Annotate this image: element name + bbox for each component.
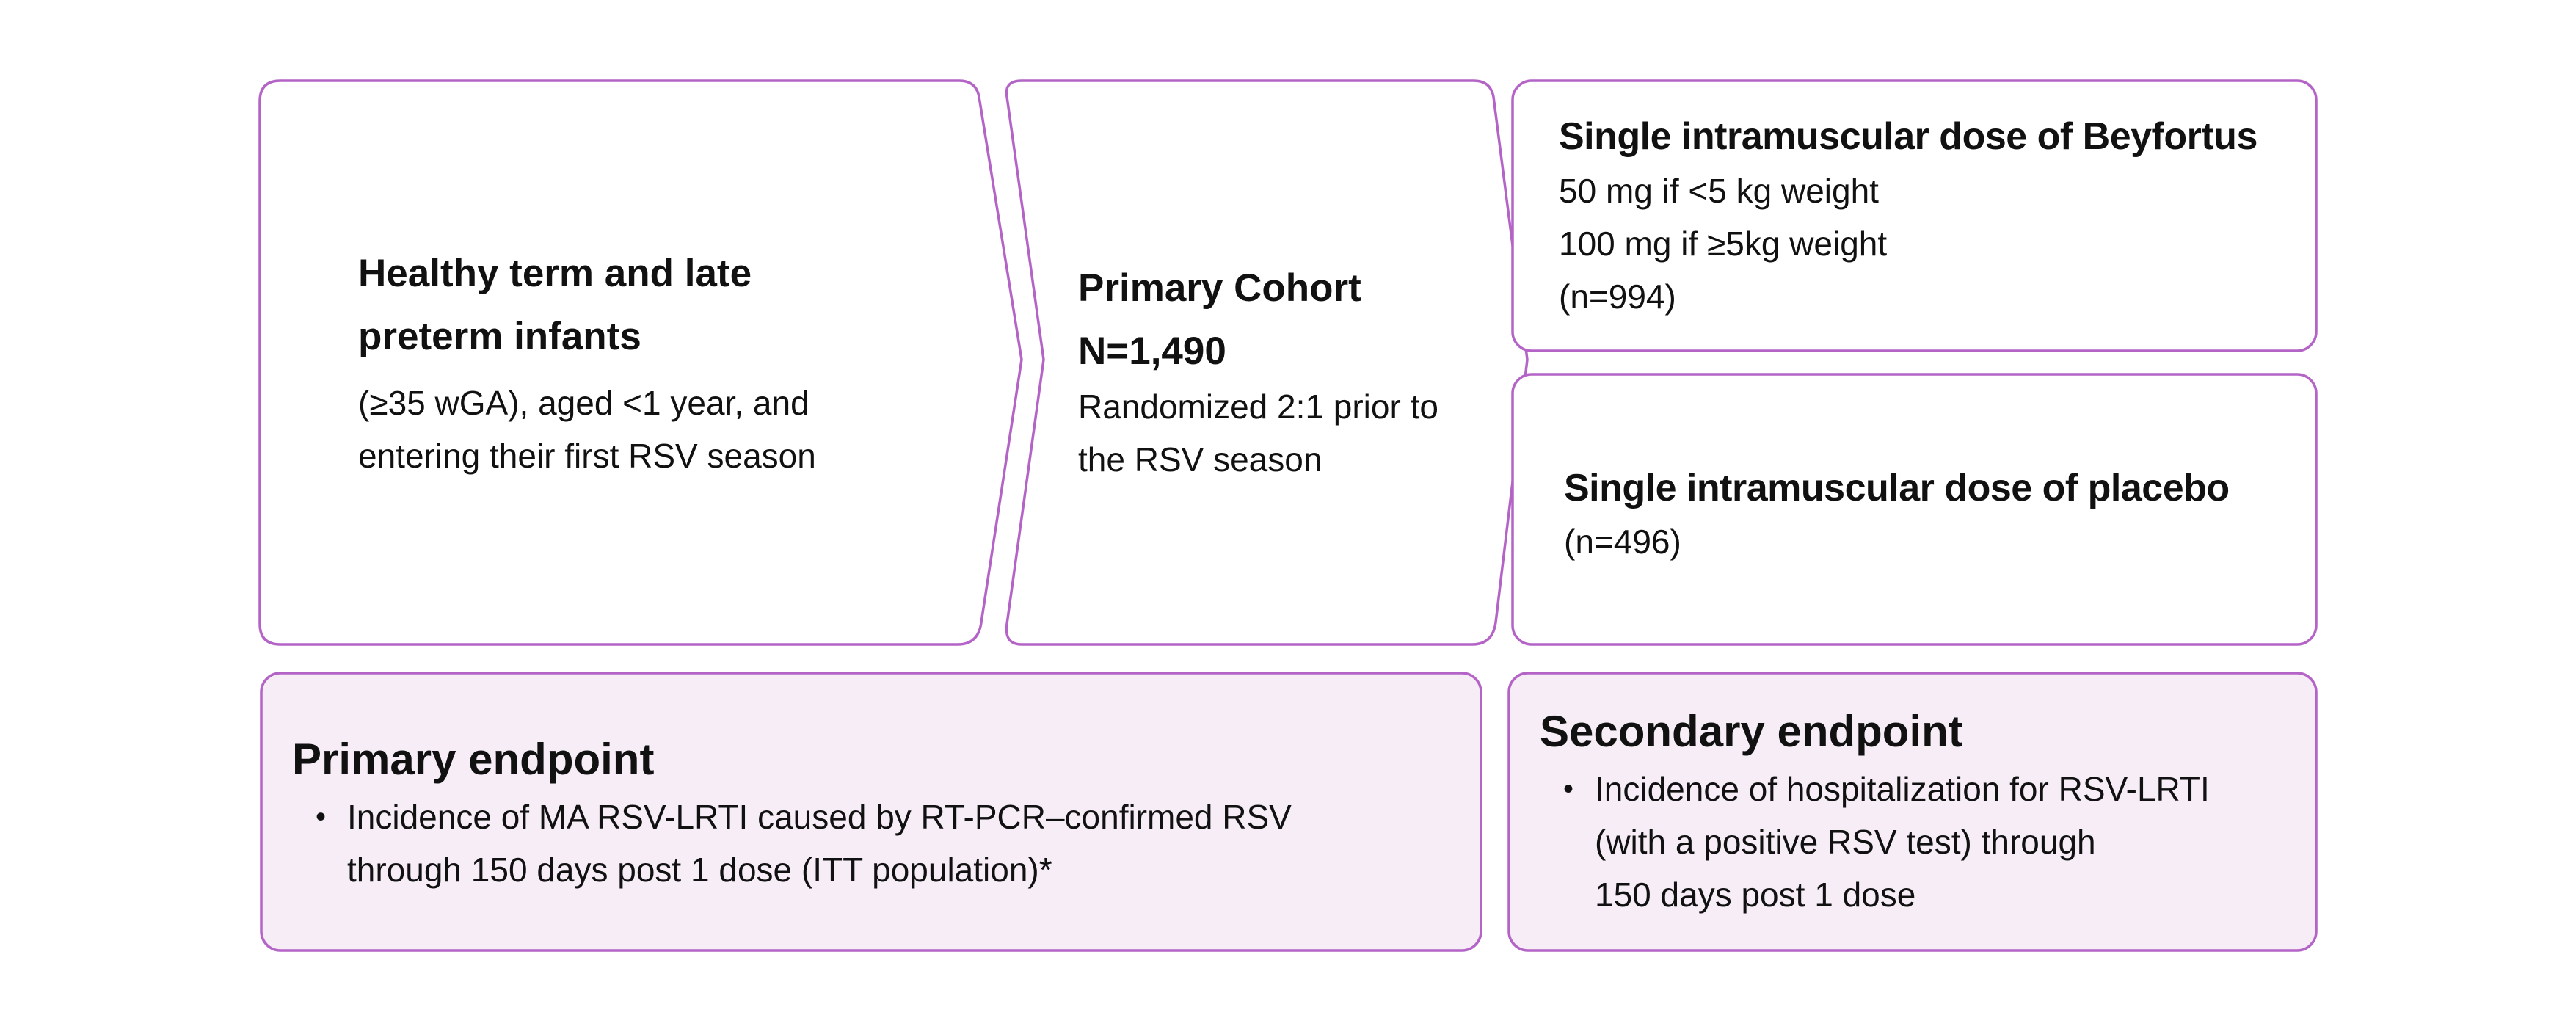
primary-endpoint-box xyxy=(260,672,1482,952)
bullet-icon: • xyxy=(316,801,327,833)
population-title-line: Healthy term and late xyxy=(358,252,752,295)
dose-line-under-5kg: 50 mg if <5 kg weight xyxy=(1559,172,1879,210)
cohort-desc-line: the RSV season xyxy=(1078,440,1322,479)
primary-endpoint-item: • Incidence of MA RSV-LRTI caused by RT-… xyxy=(316,790,1446,896)
dose-line-5kg-plus: 100 mg if ≥5kg weight xyxy=(1559,225,1888,263)
bullet-icon: • xyxy=(1563,773,1574,805)
secondary-endpoint-item: • Incidence of hospitalization for RSV-L… xyxy=(1563,763,2326,921)
secondary-endpoint-line: 150 days post 1 dose xyxy=(1595,876,1916,914)
beyfortus-arm-box xyxy=(1511,79,2318,352)
placebo-arm-n: (n=496) xyxy=(1564,523,1681,561)
secondary-endpoint-box xyxy=(1507,672,2318,952)
cohort-box xyxy=(1005,79,1529,646)
cohort-size: N=1,490 xyxy=(1078,330,1226,373)
secondary-endpoint-title: Secondary endpoint xyxy=(1540,707,1963,756)
beyfortus-arm-title: Single intramuscular dose of Beyfortus xyxy=(1559,115,2257,158)
population-title-line: preterm infants xyxy=(358,315,641,358)
population-desc-line: entering their first RSV season xyxy=(358,437,816,475)
secondary-endpoint-text: Incidence of hospitalization for RSV-LRT… xyxy=(1595,763,2210,921)
secondary-endpoint-line: Incidence of hospitalization for RSV-LRT… xyxy=(1595,770,2210,808)
beyfortus-arm-details: 50 mg if <5 kg weight 100 mg if ≥5kg wei… xyxy=(1559,164,2219,323)
cohort-title-line: Primary Cohort xyxy=(1078,266,1361,310)
population-description: (≥35 wGA), aged <1 year, and entering th… xyxy=(358,377,1004,482)
primary-endpoint-title: Primary endpoint xyxy=(292,735,655,784)
placebo-arm-box xyxy=(1511,373,2318,646)
population-title: Healthy term and late preterm infants xyxy=(358,242,1004,368)
cohort-description: Randomized 2:1 prior to the RSV season xyxy=(1078,380,1489,486)
beyfortus-arm-n: (n=994) xyxy=(1559,277,1676,316)
population-desc-line: (≥35 wGA), aged <1 year, and xyxy=(358,384,809,422)
cohort-desc-line: Randomized 2:1 prior to xyxy=(1078,388,1438,426)
primary-endpoint-line: Incidence of MA RSV-LRTI caused by RT-PC… xyxy=(347,798,1292,836)
placebo-arm-title: Single intramuscular dose of placebo xyxy=(1564,467,2230,509)
cohort-title: Primary Cohort N=1,490 xyxy=(1078,257,1489,383)
secondary-endpoint-line: (with a positive RSV test) through xyxy=(1595,823,2096,861)
primary-endpoint-text: Incidence of MA RSV-LRTI caused by RT-PC… xyxy=(347,790,1292,896)
primary-endpoint-line: through 150 days post 1 dose (ITT popula… xyxy=(347,851,1052,889)
population-box xyxy=(258,79,1023,646)
